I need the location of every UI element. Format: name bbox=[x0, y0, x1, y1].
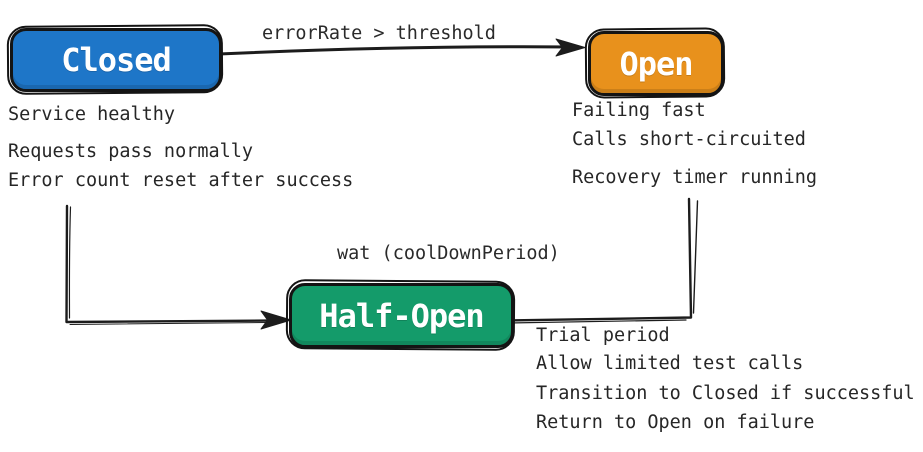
arrowhead-into-half-open-icon bbox=[260, 310, 292, 330]
note-line: Failing fast bbox=[572, 100, 706, 121]
state-node-closed: Closed bbox=[10, 28, 222, 92]
note-line: Recovery timer running bbox=[572, 167, 818, 188]
state-label-half-open: Half-Open bbox=[319, 296, 484, 335]
state-node-open: Open bbox=[588, 31, 724, 96]
line-half-open-to-open bbox=[504, 197, 699, 324]
note-line: Service healthy bbox=[8, 104, 176, 125]
note-line: Return to Open on failure bbox=[536, 412, 815, 433]
state-label-open: Open bbox=[619, 44, 693, 83]
state-node-half-open: Half-Open bbox=[289, 283, 514, 348]
state-label-closed: Closed bbox=[61, 41, 172, 79]
half-open-state-notes: Trial period Allow limited test calls Tr… bbox=[536, 324, 915, 434]
arrow-closed-to-open bbox=[217, 38, 586, 57]
closed-state-notes: Service healthy Requests pass normally E… bbox=[8, 103, 353, 192]
arrowhead-into-open-icon bbox=[555, 38, 586, 57]
note-line: Calls short-circuited bbox=[572, 129, 806, 150]
transition-label-error-rate: errorRate > threshold bbox=[262, 23, 496, 44]
note-line: Trial period bbox=[536, 325, 670, 346]
transition-label-cooldown: wat (coolDownPeriod) bbox=[337, 243, 560, 264]
note-line: Error count reset after success bbox=[8, 170, 354, 191]
arrow-closed-to-half-open bbox=[65, 204, 292, 330]
note-line: Allow limited test calls bbox=[536, 353, 804, 374]
open-state-notes: Failing fast Calls short-circuited Recov… bbox=[572, 99, 817, 189]
note-line: Transition to Closed if successful bbox=[536, 383, 915, 404]
note-line: Requests pass normally bbox=[8, 141, 254, 162]
